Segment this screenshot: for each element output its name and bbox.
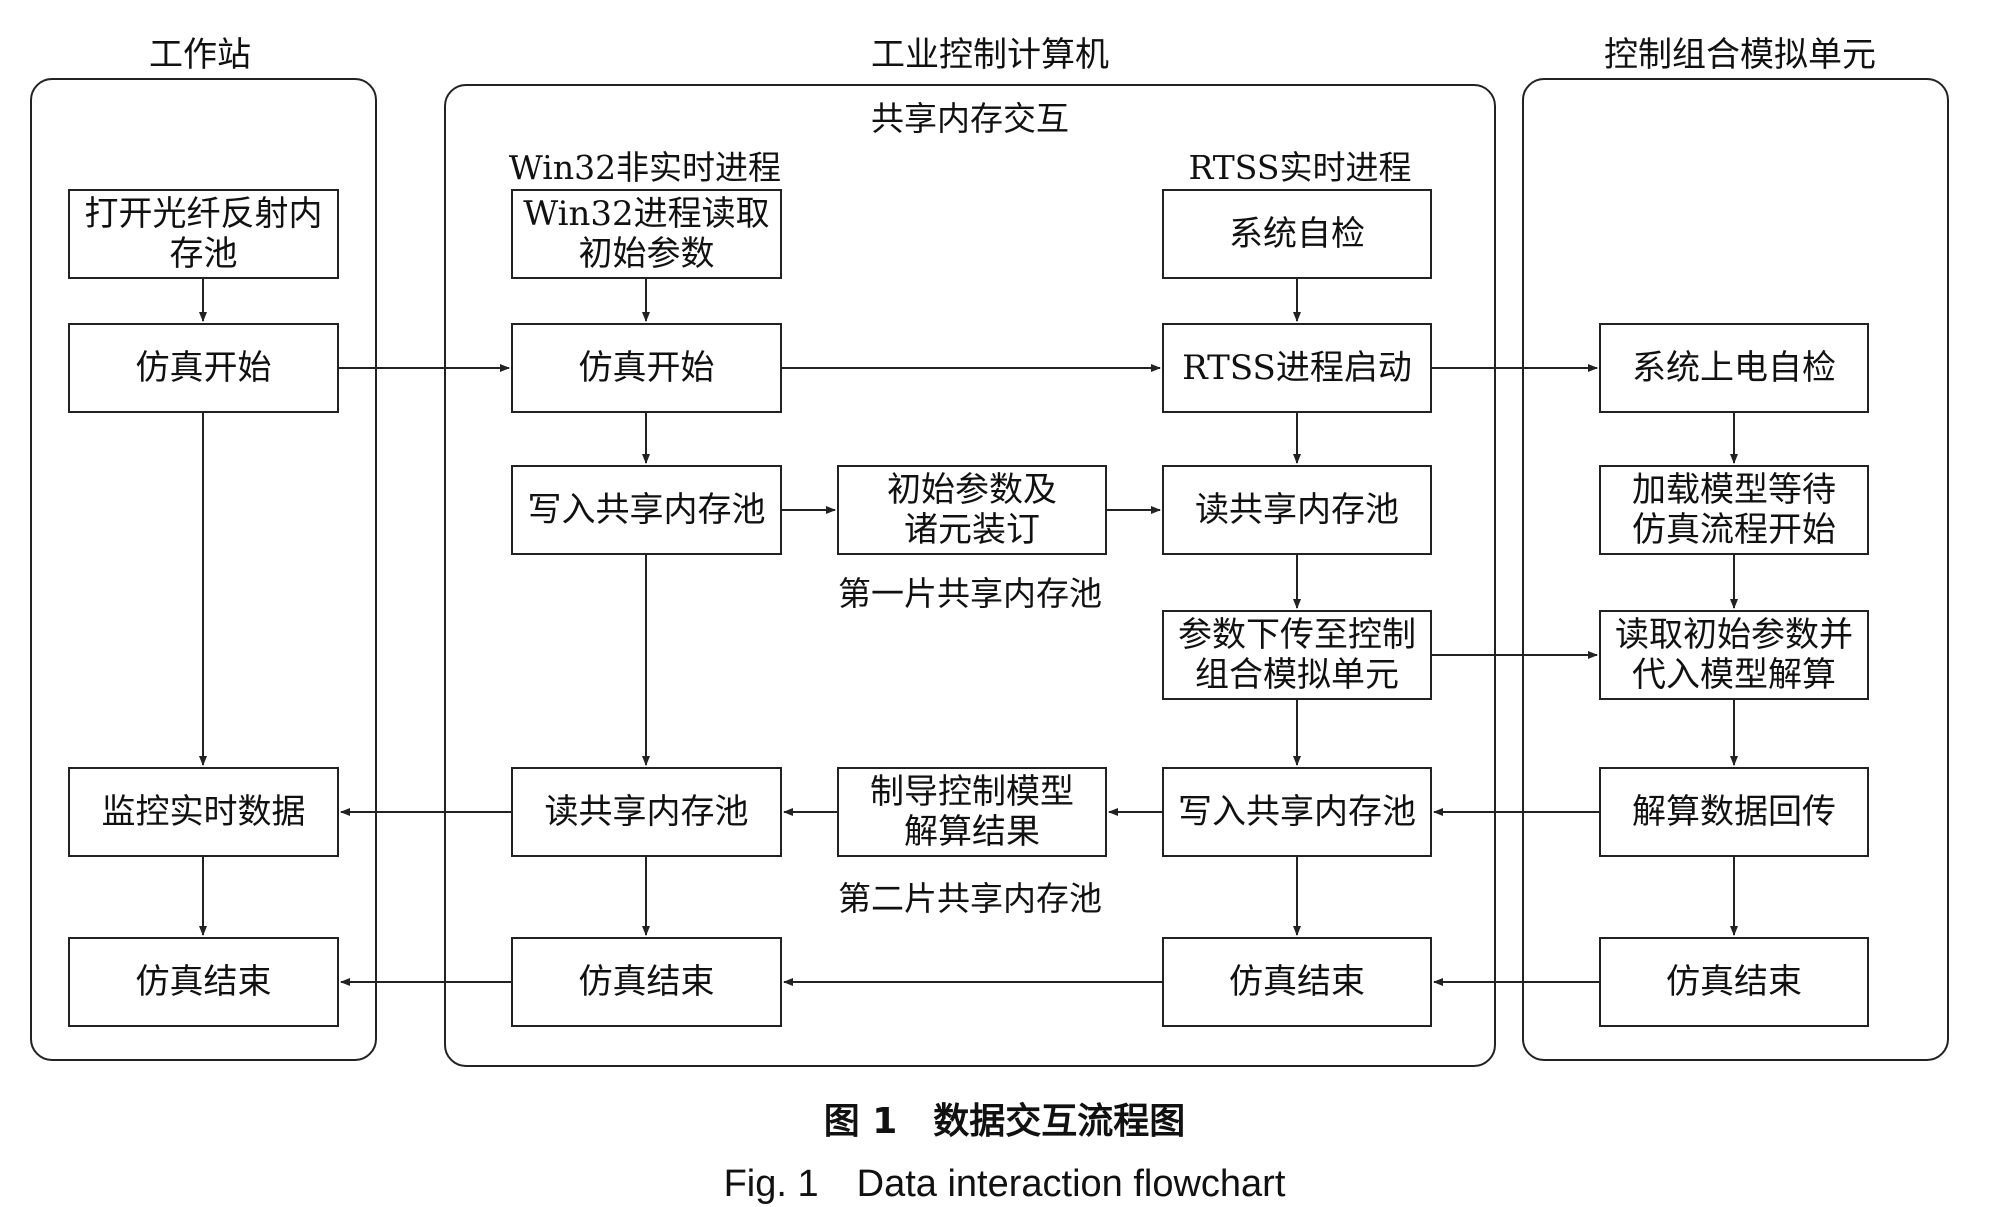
cu-power-check-box: 系统上电自检 (1599, 323, 1869, 413)
rtss-download-box: 参数下传至控制 组合模拟单元 (1162, 610, 1432, 700)
pool2-label: 第二片共享内存池 (838, 879, 1102, 918)
cu-load-model-box: 加载模型等待 仿真流程开始 (1599, 465, 1869, 555)
ws-open-box: 打开光纤反射内 存池 (68, 189, 339, 279)
cu-read-params-box: 读取初始参数并 代入模型解算 (1599, 610, 1869, 700)
rtss-process-label: RTSS实时进程 (1188, 148, 1412, 187)
pool1-params-box: 初始参数及 诸元装订 (837, 465, 1107, 555)
workstation-heading: 工作站 (149, 35, 251, 75)
ipc-heading: 工业控制计算机 (871, 35, 1109, 75)
ws-start-box: 仿真开始 (68, 323, 339, 413)
control-unit-heading: 控制组合模拟单元 (1604, 35, 1876, 75)
cu-return-box: 解算数据回传 (1599, 767, 1869, 857)
cu-end-box: 仿真结束 (1599, 937, 1869, 1027)
win32-read-params-box: Win32进程读取 初始参数 (511, 189, 782, 279)
workstation-lane (30, 78, 377, 1061)
win32-end-box: 仿真结束 (511, 937, 782, 1027)
rtss-write-box: 写入共享内存池 (1162, 767, 1432, 857)
rtss-launch-box: RTSS进程启动 (1162, 323, 1432, 413)
figure-caption-en: Fig. 1 Data interaction flowchart (723, 1163, 1286, 1205)
ws-monitor-box: 监控实时数据 (68, 767, 339, 857)
pool2-results-box: 制导控制模型 解算结果 (837, 767, 1107, 857)
ws-end-box: 仿真结束 (68, 937, 339, 1027)
shared-memory-label: 共享内存交互 (871, 99, 1069, 138)
control-unit-lane (1522, 78, 1949, 1061)
rtss-read-box: 读共享内存池 (1162, 465, 1432, 555)
win32-write-box: 写入共享内存池 (511, 465, 782, 555)
win32-process-label: Win32非实时进程 (508, 148, 782, 187)
figure-caption-cn: 图 1 数据交互流程图 (823, 1101, 1186, 1142)
pool1-label: 第一片共享内存池 (838, 574, 1102, 613)
win32-start-box: 仿真开始 (511, 323, 782, 413)
win32-read-box: 读共享内存池 (511, 767, 782, 857)
rtss-self-check-box: 系统自检 (1162, 189, 1432, 279)
ipc-lane (444, 84, 1496, 1067)
rtss-end-box: 仿真结束 (1162, 937, 1432, 1027)
